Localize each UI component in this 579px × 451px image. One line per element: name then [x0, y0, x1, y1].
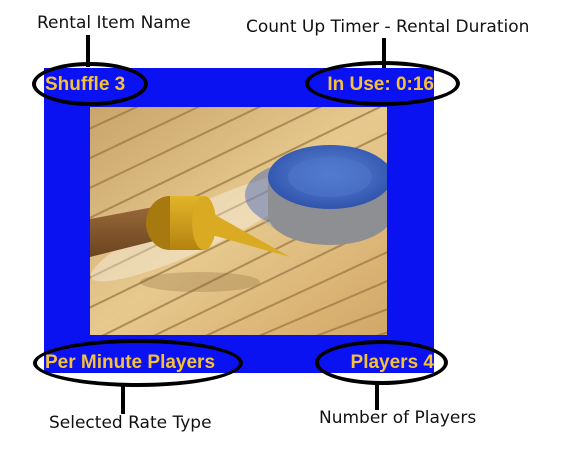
annotation-pointer-rate	[121, 384, 125, 414]
rental-display-screen: Shuffle 3 In Use: 0:16	[44, 68, 434, 373]
annotation-selected-rate-type: Selected Rate Type	[49, 413, 212, 433]
rental-duration-timer: In Use: 0:16	[327, 74, 434, 95]
annotation-pointer-item	[86, 35, 90, 67]
number-of-players: Players 4	[350, 352, 434, 373]
rental-item-name: Shuffle 3	[45, 74, 126, 95]
annotation-number-of-players: Number of Players	[319, 408, 477, 428]
rental-item-image	[90, 107, 387, 335]
selected-rate-type: Per Minute Players	[45, 352, 216, 373]
annotation-pointer-players	[375, 384, 379, 410]
annotation-pointer-timer	[382, 38, 386, 68]
annotation-rental-item-name: Rental Item Name	[37, 13, 191, 33]
annotation-count-up-timer: Count Up Timer - Rental Duration	[246, 17, 530, 37]
